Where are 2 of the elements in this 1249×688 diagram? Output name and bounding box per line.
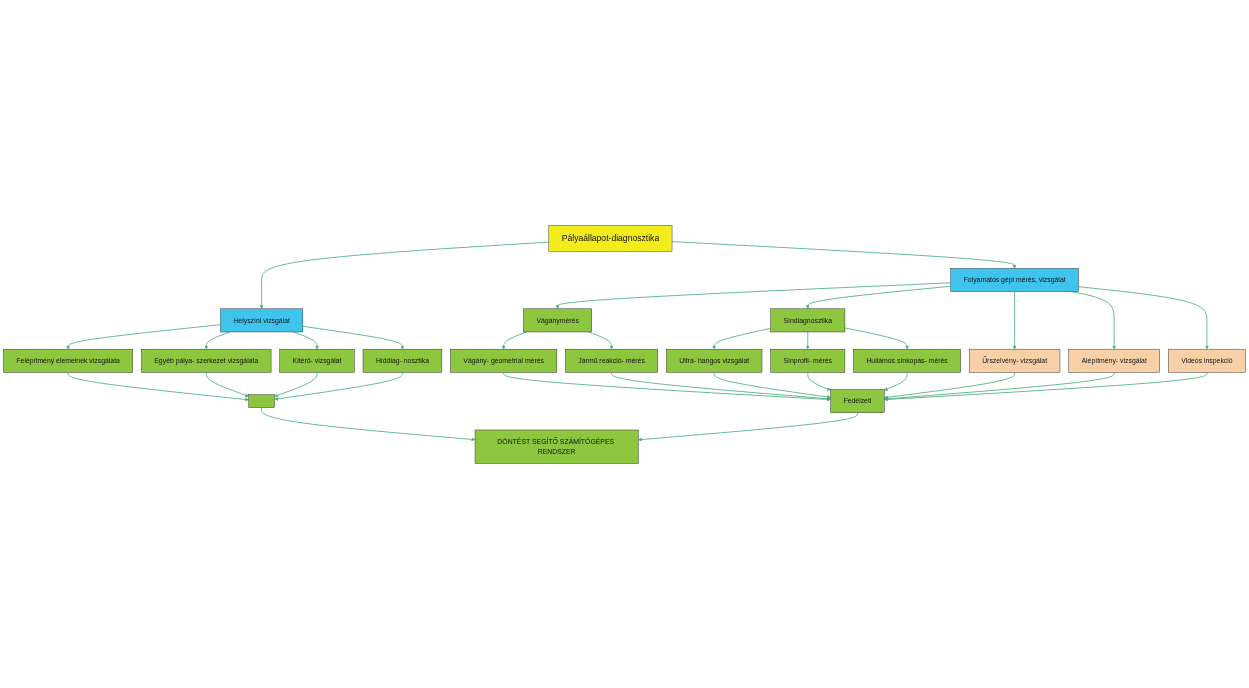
node-box: Pályaállapot-diagnosztika bbox=[548, 224, 673, 251]
node-box bbox=[248, 394, 275, 408]
